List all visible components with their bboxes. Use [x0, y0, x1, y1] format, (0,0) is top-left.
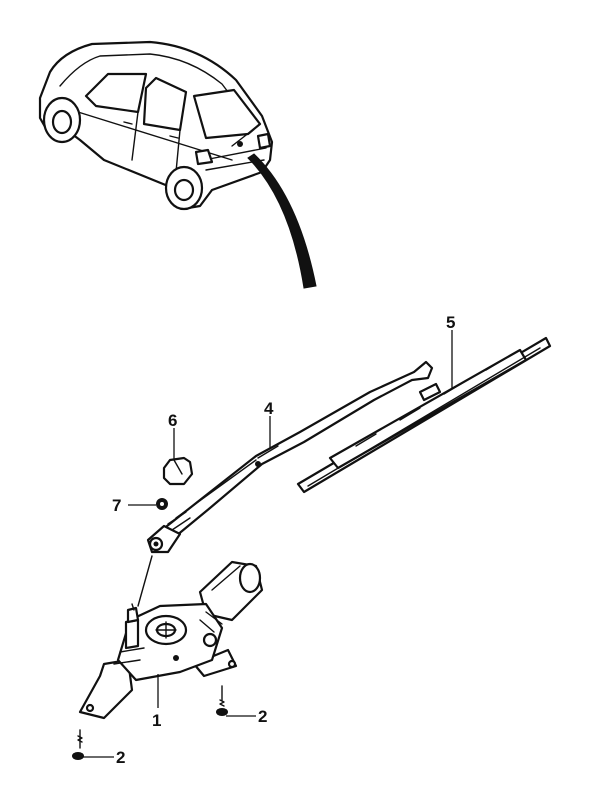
callout-4: 4 [264, 399, 274, 418]
wiper-arm [146, 360, 434, 554]
callout-6: 6 [168, 411, 177, 430]
callout-2-right: 2 [258, 707, 267, 726]
nut-cap [162, 456, 194, 486]
car-illustration [38, 40, 274, 211]
wiper-blade [296, 336, 552, 494]
mounting-screw-right [216, 685, 228, 716]
nut [156, 498, 168, 510]
wiper-motor [78, 560, 264, 720]
mounting-screw-left [72, 729, 84, 760]
callout-1: 1 [152, 711, 161, 730]
location-pointer-arrow [247, 153, 317, 289]
callout-7: 7 [112, 496, 121, 515]
callout-5: 5 [446, 313, 455, 332]
callout-2-left: 2 [116, 748, 125, 767]
